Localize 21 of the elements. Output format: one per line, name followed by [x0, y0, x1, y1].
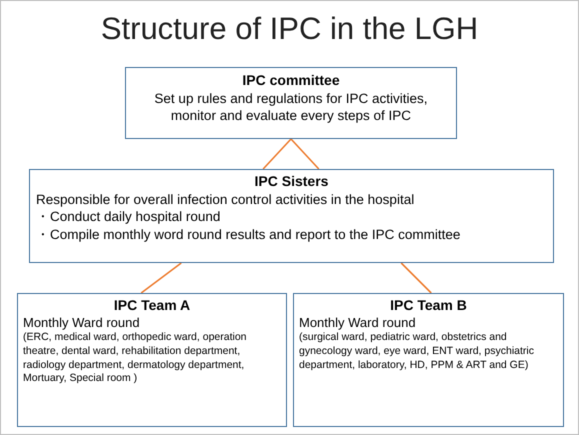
- box-text: Monthly Ward round: [23, 314, 141, 332]
- text-box: [29, 169, 554, 263]
- box-text: Set up rules and regulations for IPC activities, monitor and evaluate every steps of IPC: [153, 90, 429, 125]
- box-heading: IPC Team A: [112, 297, 192, 314]
- box-heading: IPC Sisters: [254, 173, 330, 190]
- box-heading: IPC Team B: [389, 297, 468, 314]
- box-text: (surgical ward, pediatric ward, obstetrics and gynecology ward, eye ward, ENT ward, psychiatric department, laboratory, HD, PPM & ART and GE): [299, 331, 535, 372]
- text-box: [17, 293, 287, 427]
- box-text: (ERC, medical ward, orthopedic ward, operation theatre, dental ward, rehabilitation department, radiology department, dermatology department, Mortuary, Special room ): [23, 331, 248, 386]
- box-text: Monthly Ward round: [299, 314, 417, 332]
- connector-line: [290, 138, 320, 170]
- connector-line: [140, 262, 182, 294]
- text-box: [125, 67, 457, 139]
- title: Structure of IPC in the LGH: [100, 11, 480, 47]
- box-text: ・Conduct daily hospital round: [36, 208, 222, 226]
- connector-line: [262, 138, 292, 170]
- text-box: [293, 293, 564, 427]
- connector-line: [400, 262, 432, 294]
- box-text: ・Compile monthly word round results and report to the IPC committee: [36, 226, 462, 244]
- box-text: Responsible for overall infection control activities in the hospital: [36, 190, 416, 208]
- box-heading: IPC committee: [241, 72, 341, 90]
